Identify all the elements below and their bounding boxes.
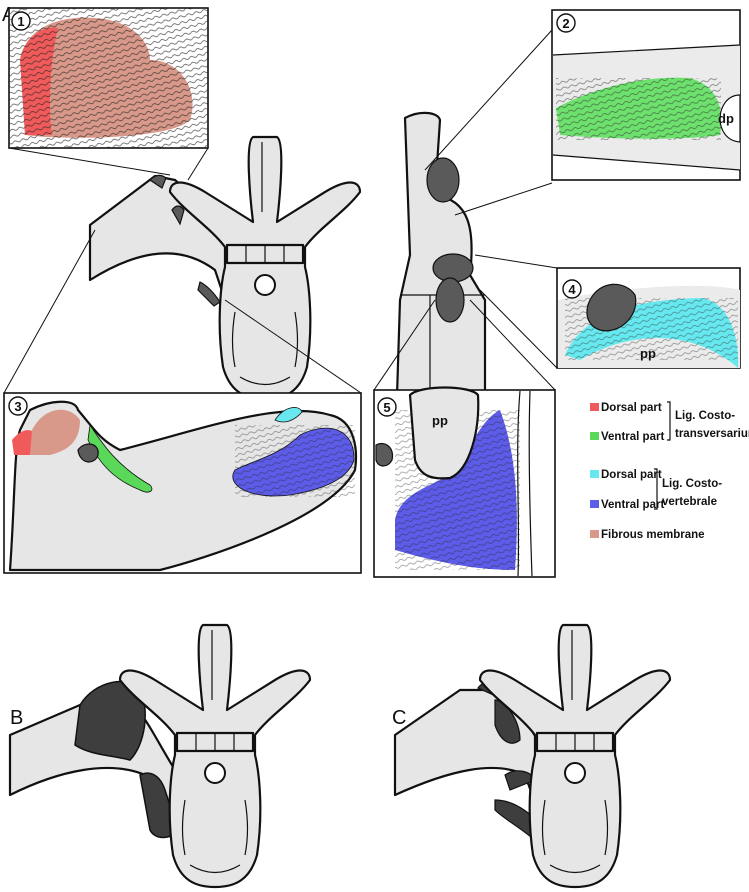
inset-3: 3 (3, 392, 362, 574)
svg-text:Ventral part: Ventral part (601, 431, 664, 443)
legend-swatch (590, 500, 599, 508)
legend-item: Dorsal part (590, 402, 662, 414)
inset-1: 1 (8, 7, 209, 149)
legend-item: Ventral part (590, 499, 664, 511)
panel-c-vertebra (393, 623, 672, 889)
pp-label: pp (432, 413, 448, 428)
legend-swatch (590, 432, 599, 440)
svg-text:Fibrous membrane: Fibrous membrane (601, 529, 705, 541)
inset-number: 4 (568, 282, 576, 297)
inset-number: 2 (562, 16, 569, 31)
ligament-attachment (149, 174, 221, 307)
svg-text:Dorsal part: Dorsal part (601, 402, 662, 414)
vertebra (168, 135, 362, 401)
inset-2: dp 2 (551, 9, 741, 181)
panel-label-b: B (10, 707, 23, 729)
svg-text:Dorsal part: Dorsal part (601, 469, 662, 481)
inset-4: pp 4 (556, 267, 741, 369)
legend-swatch (590, 403, 599, 411)
panel-label-c: C (392, 707, 406, 729)
legend-item: Fibrous membrane (590, 529, 705, 541)
legend-item: Dorsal part (590, 469, 662, 481)
legend-item: Ventral part (590, 431, 664, 443)
legend-group-label: transversarium (675, 428, 749, 440)
panel-b-vertebra (8, 623, 312, 889)
inset-number: 5 (383, 400, 390, 415)
pp-label: pp (640, 346, 656, 361)
inset-number: 1 (17, 14, 24, 29)
legend-group-label: vertebrale (662, 496, 717, 508)
legend-swatch (590, 470, 599, 478)
inset-number: 3 (14, 399, 21, 414)
legend-group-label: Lig. Costo- (675, 410, 735, 422)
legend-swatch (590, 530, 599, 538)
legend-group-label: Lig. Costo- (662, 478, 722, 490)
legend: Dorsal part Ventral part Lig. Costo- tra… (590, 401, 749, 541)
dp-label: dp (718, 111, 734, 126)
svg-text:Ventral part: Ventral part (601, 499, 664, 511)
panel-a-caudal-view (3, 135, 362, 401)
inset-5: pp 5 (373, 386, 556, 578)
